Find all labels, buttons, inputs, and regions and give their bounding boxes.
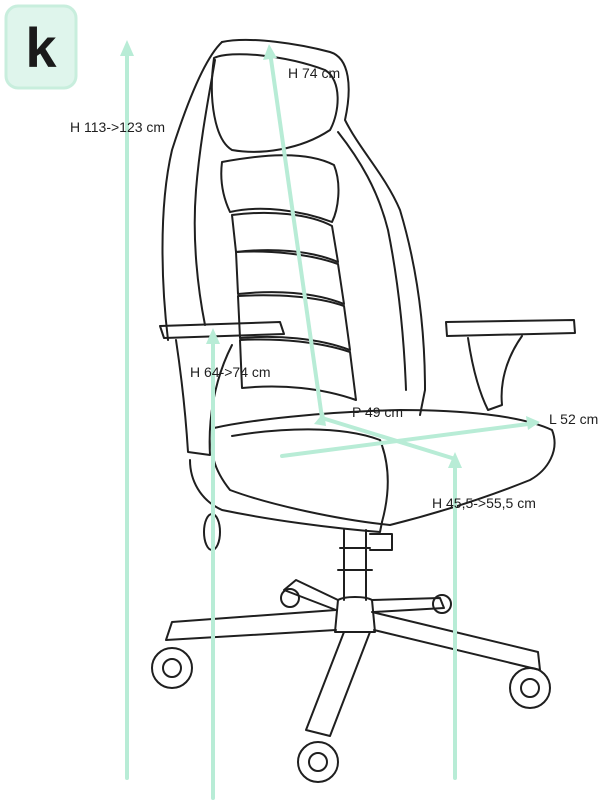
casters <box>151 513 551 783</box>
armrest-left-pad <box>159 321 285 339</box>
base-arm-back-left <box>283 579 339 611</box>
dimension-arrowheads <box>120 40 540 468</box>
seat-depth-line <box>320 416 454 460</box>
base-arm-front <box>305 631 371 737</box>
backrest-wing-left <box>161 41 223 341</box>
arrow-total-height <box>120 40 134 56</box>
arrow-armrest-height <box>206 328 220 344</box>
label-seat-depth: P 49 cm <box>352 404 404 420</box>
gas-cylinder <box>343 529 367 601</box>
caster-right <box>509 667 551 709</box>
base-center <box>334 596 376 633</box>
caster-left <box>151 647 193 689</box>
caster-right-inner <box>520 678 540 698</box>
label-armrest-height: H 64->74 cm <box>190 364 271 380</box>
backrest-inner-right <box>337 131 407 391</box>
label-backrest-height: H 74 cm <box>288 65 341 81</box>
caster-front <box>297 741 339 783</box>
back-panel-2 <box>235 250 345 305</box>
arrow-seat-height <box>448 452 462 468</box>
chair-outline <box>159 38 576 737</box>
tilt-knob <box>369 533 393 551</box>
backrest-height-line <box>268 50 324 420</box>
backrest-outer <box>221 38 426 416</box>
caster-left-inner <box>162 658 182 678</box>
seat-inner-line <box>231 428 389 523</box>
arrow-seat-depth <box>314 412 326 426</box>
label-seat-height: H 45,5->55,5 cm <box>432 495 536 511</box>
headrest <box>210 53 339 153</box>
arrow-backrest-height <box>263 44 277 60</box>
base-arm-back-right <box>371 597 445 613</box>
seat-front <box>189 459 383 533</box>
headrest-pad <box>220 154 340 223</box>
base-arm-front-left <box>165 609 337 641</box>
gas-cover <box>337 547 373 571</box>
seat-cushion <box>210 409 556 526</box>
armrest-left-support <box>175 339 233 456</box>
backrest-inner-left <box>193 59 216 326</box>
brand-logo: k <box>4 4 78 90</box>
armrest-right-support <box>467 335 523 411</box>
caster-back-left <box>280 588 300 608</box>
dimension-lines <box>125 46 538 800</box>
back-panel-3 <box>237 294 351 351</box>
seat-width-line <box>280 421 538 458</box>
caster-back-right <box>432 594 452 614</box>
caster-front-inner <box>308 752 328 772</box>
label-seat-width: L 52 cm <box>549 411 599 427</box>
armrest-right-pad <box>445 319 576 337</box>
arrow-seat-width <box>526 416 540 430</box>
back-panel-1 <box>231 211 339 263</box>
label-total-height: H 113->123 cm <box>70 119 166 135</box>
brand-logo-icon <box>4 4 78 90</box>
back-panel-4 <box>239 338 357 401</box>
